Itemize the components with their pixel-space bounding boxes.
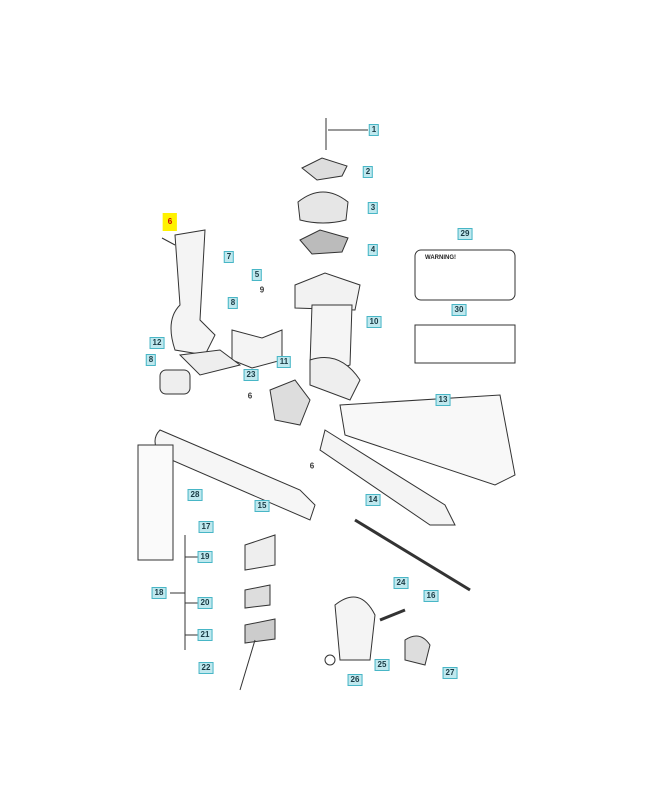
- callout-27[interactable]: 27: [442, 667, 458, 679]
- warning-decal-title: WARNING!: [425, 255, 456, 261]
- callout-1[interactable]: 1: [368, 124, 380, 136]
- callout-23[interactable]: 23: [243, 369, 259, 381]
- callout-10[interactable]: 10: [366, 316, 382, 328]
- callout-6-highlighted[interactable]: 6: [162, 213, 178, 231]
- callout-19[interactable]: 19: [197, 551, 213, 563]
- callout-15[interactable]: 15: [254, 500, 270, 512]
- callout-7[interactable]: 7: [223, 251, 235, 263]
- callout-17[interactable]: 17: [198, 521, 214, 533]
- callout-8b[interactable]: 8: [145, 354, 157, 366]
- callout-4[interactable]: 4: [367, 244, 379, 256]
- callout-18[interactable]: 18: [151, 587, 167, 599]
- callout-22[interactable]: 22: [198, 662, 214, 674]
- callout-13[interactable]: 13: [435, 394, 451, 406]
- callout-26[interactable]: 26: [347, 674, 363, 686]
- part-shapes: [137, 118, 516, 691]
- callout-9[interactable]: 9: [259, 285, 265, 295]
- callout-2[interactable]: 2: [362, 166, 374, 178]
- callout-20[interactable]: 20: [197, 597, 213, 609]
- callout-24[interactable]: 24: [393, 577, 409, 589]
- callout-3[interactable]: 3: [367, 202, 379, 214]
- callout-16[interactable]: 16: [423, 590, 439, 602]
- callout-21[interactable]: 21: [197, 629, 213, 641]
- callout-11[interactable]: 11: [276, 356, 292, 368]
- callout-25[interactable]: 25: [374, 659, 390, 671]
- callout-12[interactable]: 12: [149, 337, 165, 349]
- callout-28[interactable]: 28: [187, 489, 203, 501]
- callout-14[interactable]: 14: [365, 494, 381, 506]
- callout-6c[interactable]: 6: [309, 461, 315, 471]
- callout-6b[interactable]: 6: [247, 391, 253, 401]
- callout-8[interactable]: 8: [227, 297, 239, 309]
- callout-29[interactable]: 29: [457, 228, 473, 240]
- callout-30[interactable]: 30: [451, 304, 467, 316]
- callout-5[interactable]: 5: [251, 269, 263, 281]
